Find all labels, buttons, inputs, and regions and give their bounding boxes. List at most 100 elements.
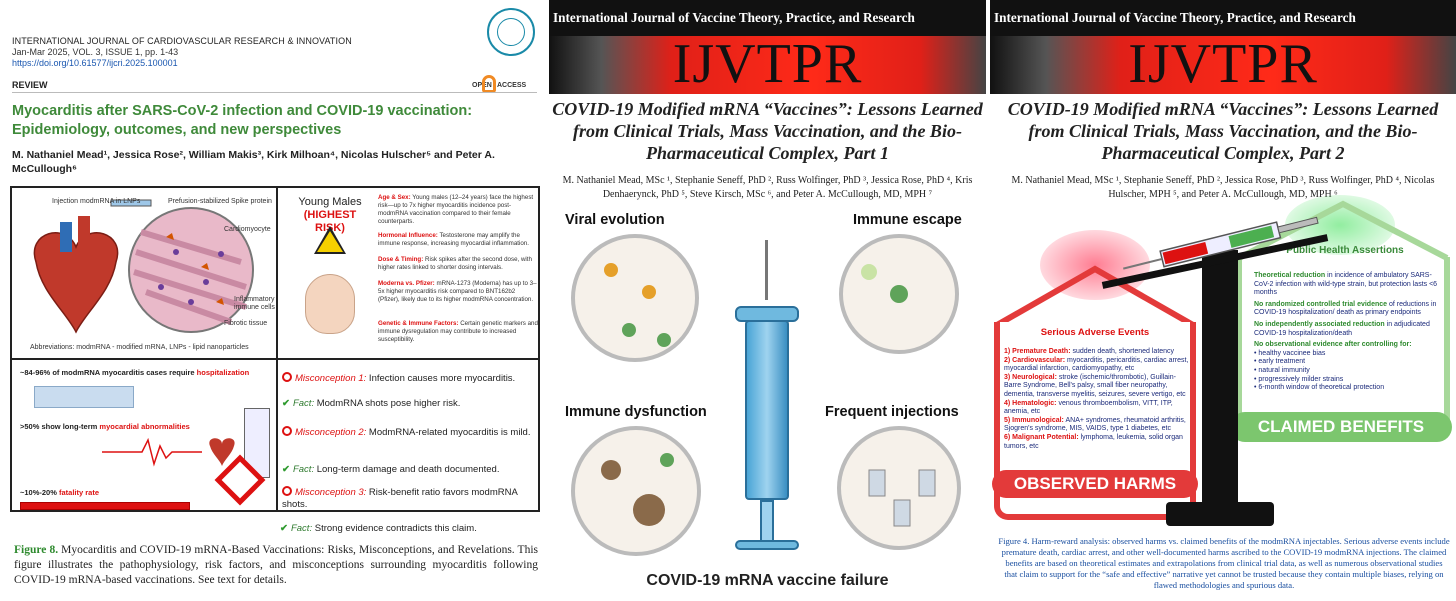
harm-item: 2) Cardiovascular: myocarditis, pericard…	[1004, 356, 1189, 373]
harm-item: 1) Premature Death: sudden death, shorte…	[1004, 348, 1175, 355]
control-item: • 6-month window of theoretical protecti…	[1254, 384, 1385, 392]
scale-base	[1166, 502, 1274, 526]
fact-3: ✔Fact: Strong evidence contradicts this …	[280, 523, 477, 534]
harm-item: 6) Malignant Potential: lymphoma, leukem…	[1004, 433, 1183, 450]
harms-house-roof	[995, 265, 1195, 325]
article-type: REVIEW	[12, 80, 48, 90]
article-authors: M. Nathaniel Mead¹, Jessica Rose², Willi…	[12, 149, 495, 175]
label-spike: Prefusion-stabilized Spike protein	[168, 198, 272, 205]
stat-abnormalities: >50% show long-term myocardial abnormali…	[20, 422, 190, 431]
vaccine-vials-icon	[837, 426, 961, 550]
observed-harms-banner: OBSERVED HARMS	[992, 470, 1198, 498]
article-panel-part1: International Journal of Vaccine Theory,…	[549, 0, 986, 601]
young-males-label: Young Males	[298, 196, 362, 208]
control-item: • early treatment	[1254, 358, 1306, 366]
check-icon: ✔	[280, 523, 288, 534]
journal-logo: IJVTPR	[672, 33, 863, 95]
patient-icon	[20, 502, 190, 510]
young-male-face	[305, 274, 355, 334]
stat-fatality: ~10%-20% fatality rate	[20, 488, 100, 497]
article-panel-myocarditis: INTERNATIONAL JOURNAL OF CARDIOVASCULAR …	[0, 0, 545, 601]
figure-caption: Figure 4. Harm-reward analysis: observed…	[998, 536, 1450, 590]
hospital-bed-icon	[34, 386, 134, 408]
quadrant-title: Immune dysfunction	[565, 404, 707, 420]
journal-name: International Journal of Vaccine Theory,…	[553, 10, 915, 25]
figure-caption: Figure 8. Myocarditis and COVID-19 mRNA-…	[14, 544, 538, 586]
harm-item: 5) Immunological: ANA+ syndromes, rheuma…	[1004, 416, 1186, 433]
open-access-access: ACCESS	[497, 82, 527, 89]
misconception-2: Misconception 2: ModmRNA-related myocard…	[282, 426, 538, 439]
prohibited-icon	[282, 372, 292, 382]
syringe-needle	[765, 240, 768, 300]
syringe-icon	[1123, 216, 1319, 270]
risk-factor: Hormonal Influence: Testosterone may amp…	[378, 232, 529, 247]
misconception-3: Misconception 3: Risk-benefit ratio favo…	[282, 486, 518, 510]
harms-title: Serious Adverse Events	[1040, 327, 1150, 338]
figure-divider-horizontal	[12, 358, 538, 360]
warning-icon-fill	[317, 231, 343, 252]
open-access-open: OPEN	[472, 82, 492, 89]
risk-factor: Dose & Timing: Risk spikes after the sec…	[378, 256, 532, 271]
journal-name: INTERNATIONAL JOURNAL OF CARDIOVASCULAR …	[12, 36, 352, 46]
quadrant-title: Viral evolution	[565, 212, 665, 228]
article-panel-part2: International Journal of Vaccine Theory,…	[990, 0, 1456, 601]
harm-item: 4) Hematologic: venous thromboembolism, …	[1004, 399, 1173, 416]
article-title: Myocarditis after SARS-CoV-2 infection a…	[12, 103, 473, 138]
journal-issue: Jan-Mar 2025, VOL. 3, ISSUE 1, pp. 1-43	[12, 47, 179, 57]
viral-evolution-icon	[571, 234, 699, 362]
harm-item: 3) Neurological: stroke (ischemic/thromb…	[1004, 373, 1186, 398]
doi-link[interactable]: https://doi.org/10.61577/ijcri.2025.1000…	[12, 58, 178, 68]
syringe-barrel-icon	[745, 320, 789, 500]
illustration-caption: COVID-19 mRNA vaccine failure	[646, 572, 889, 589]
benefit-item: No independently associated reduction in…	[1254, 320, 1430, 337]
heart-tissue-illustration	[33, 199, 254, 334]
fact-1: ✔Fact: ModmRNA shots pose higher risk.	[282, 398, 461, 409]
benefit-item: No randomized controlled trial evidence …	[1254, 300, 1437, 317]
open-access-lock-icon	[482, 75, 496, 93]
label-cardiomyocyte: Cardiomyocyte	[224, 226, 271, 233]
heart-icon	[497, 18, 525, 46]
article-authors: M. Nathaniel Mead, MSc ¹, Stephanie Sene…	[1011, 175, 1435, 200]
article-title: COVID-19 Modified mRNA “Vaccines”: Lesso…	[1007, 99, 1439, 163]
label-injection: Injection modmRNA in LNPs	[52, 198, 141, 205]
quadrant-title: Immune escape	[853, 212, 962, 228]
control-item: • natural immunity	[1254, 366, 1310, 374]
harms-list: 1) Premature Death: sudden death, shorte…	[1004, 348, 1192, 451]
risk-factor: Age & Sex: Young males (12–24 years) fac…	[378, 194, 534, 225]
label-inflammatory: Inflammatory immune cells	[234, 296, 275, 311]
divider	[12, 92, 537, 93]
label-fibrotic: Fibrotic tissue	[224, 320, 268, 327]
controls-heading: No observational evidence after controll…	[1254, 341, 1412, 349]
ecg-heart-icon	[102, 437, 235, 467]
prohibited-icon	[282, 486, 292, 496]
journal-seal-logo	[487, 8, 535, 56]
stat-hospitalization: ~84-96% of modmRNA myocarditis cases req…	[20, 368, 250, 377]
label-abbreviations: Abbreviations: modmRNA - modified mRNA, …	[30, 344, 249, 351]
risk-factor: Moderna vs. Pfizer: mRNA-1273 (Moderna) …	[378, 280, 537, 303]
check-icon: ✔	[282, 464, 290, 475]
benefits-list: Theoretical reduction in incidence of am…	[1254, 272, 1444, 393]
virus-particles	[601, 263, 936, 527]
scale-post	[1202, 250, 1238, 512]
journal-logo: IJVTPR	[1128, 33, 1318, 95]
control-item: • healthy vaccinee bias	[1254, 349, 1326, 357]
syringe-base	[735, 540, 799, 550]
figure-divider-vertical	[276, 188, 278, 510]
control-item: • progressively milder strains	[1254, 375, 1344, 383]
journal-banner-top	[990, 0, 1456, 36]
prohibited-icon	[282, 426, 292, 436]
fact-2: ✔Fact: Long-term damage and death docume…	[282, 464, 500, 475]
misconception-1: Misconception 1: Infection causes more m…	[282, 372, 538, 385]
journal-name: International Journal of Vaccine Theory,…	[994, 10, 1356, 25]
figure-8: Injection modmRNA in LNPs Prefusion-stab…	[10, 186, 540, 512]
syringe-plunger	[760, 500, 774, 544]
article-authors: M. Nathaniel Mead, MSc ¹, Stephanie Sene…	[562, 175, 973, 200]
risk-factor: Genetic & Immune Factors: Certain geneti…	[378, 320, 538, 343]
claimed-benefits-banner: CLAIMED BENEFITS	[1230, 412, 1452, 442]
quadrant-title: Frequent injections	[825, 404, 959, 420]
benefit-item: Theoretical reduction in incidence of am…	[1254, 272, 1438, 297]
article-title: COVID-19 Modified mRNA “Vaccines”: Lesso…	[552, 99, 983, 163]
journal-banner-top	[549, 0, 986, 36]
check-icon: ✔	[282, 398, 290, 409]
